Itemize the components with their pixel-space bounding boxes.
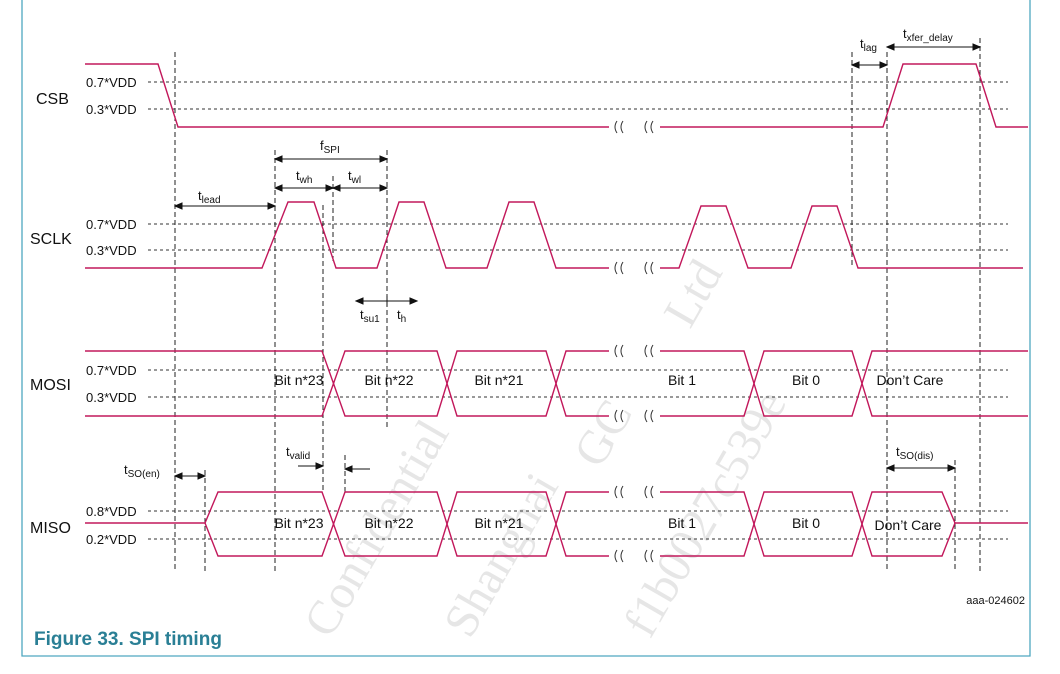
t-lead-arrow bbox=[173, 202, 277, 210]
miso-high-level: 0.8*VDD bbox=[86, 504, 137, 519]
figure-border bbox=[21, 0, 1031, 657]
watermark-line-4: Ltd bbox=[654, 251, 733, 335]
mosi-bit-0: Bit 0 bbox=[792, 372, 820, 388]
mosi-bit-1: Bit 1 bbox=[668, 372, 696, 388]
t-su1-label: tsu1 bbox=[360, 307, 380, 325]
csb-waveform-start bbox=[85, 63, 609, 128]
miso-bit-n21: Bit n*21 bbox=[474, 515, 523, 531]
miso-dont-care: Don’t Care bbox=[875, 517, 942, 533]
t-wl-arrow bbox=[331, 184, 389, 192]
miso-line-d bbox=[660, 491, 956, 557]
csb-label: CSB bbox=[36, 91, 69, 108]
miso-label: MISO bbox=[30, 520, 71, 537]
t-valid-label: tvalid bbox=[286, 444, 310, 462]
f-spi-label: fSPI bbox=[320, 138, 340, 156]
timing-arrows bbox=[173, 43, 982, 480]
timing-guides bbox=[174, 38, 981, 572]
threshold-lines bbox=[148, 81, 1008, 540]
mosi-line-b bbox=[85, 350, 609, 417]
mosi-line-d bbox=[660, 350, 1028, 417]
csb-high-level: 0.7*VDD bbox=[86, 75, 137, 90]
t-lag-arrow bbox=[850, 61, 889, 69]
miso-bit-1: Bit 1 bbox=[668, 515, 696, 531]
mosi-line-a bbox=[85, 350, 609, 417]
sclk-break bbox=[614, 261, 654, 275]
mosi-break-bottom bbox=[614, 409, 654, 423]
t-wh-arrow bbox=[273, 184, 335, 192]
miso-bit-0: Bit 0 bbox=[792, 515, 820, 531]
t-lag-label: tlag bbox=[860, 36, 877, 54]
t-so-en-arrow bbox=[173, 472, 207, 480]
mosi-low-level: 0.3*VDD bbox=[86, 390, 137, 405]
mosi-label: MOSI bbox=[30, 377, 71, 394]
miso-low-level: 0.2*VDD bbox=[86, 532, 137, 547]
sclk-waveform-start bbox=[85, 201, 609, 269]
csb-break bbox=[614, 120, 654, 134]
watermark-line-3: GC bbox=[564, 391, 643, 475]
watermark: Confidential Shanghai GC Ltd f1b0027c539… bbox=[294, 251, 797, 645]
mosi-line-c bbox=[660, 350, 1028, 417]
mosi-bit-n21: Bit n*21 bbox=[474, 372, 523, 388]
f-spi-arrow bbox=[273, 155, 389, 163]
t-so-en-label: tSO(en) bbox=[124, 462, 160, 480]
t-valid-arrow bbox=[298, 462, 370, 473]
t-so-dis-label: tSO(dis) bbox=[896, 444, 934, 462]
csb-low-level: 0.3*VDD bbox=[86, 102, 137, 117]
csb-waveform-end bbox=[660, 63, 1028, 128]
sclk-low-level: 0.3*VDD bbox=[86, 243, 137, 258]
figure-code: aaa-024602 bbox=[966, 595, 1025, 607]
t-xfer-delay-arrow bbox=[885, 43, 982, 51]
miso-line-b bbox=[204, 491, 609, 557]
t-wh-label: twh bbox=[296, 168, 312, 186]
miso-break-bottom bbox=[614, 549, 654, 563]
mosi-dont-care: Don’t Care bbox=[877, 372, 944, 388]
t-su1-h-arrow bbox=[354, 296, 419, 306]
mosi-bit-n22: Bit n*22 bbox=[364, 372, 413, 388]
sclk-high-level: 0.7*VDD bbox=[86, 217, 137, 232]
mosi-break-top bbox=[614, 344, 654, 358]
t-so-dis-arrow bbox=[885, 464, 957, 472]
watermark-line-5: f1b0027c539e bbox=[614, 381, 797, 645]
waveforms bbox=[85, 63, 1028, 557]
miso-break-top bbox=[614, 485, 654, 499]
break-marks bbox=[614, 120, 654, 563]
mosi-bit-n23: Bit n*23 bbox=[274, 372, 323, 388]
t-h-label: th bbox=[397, 307, 406, 325]
figure-caption: Figure 33. SPI timing bbox=[34, 629, 222, 650]
miso-bit-n22: Bit n*22 bbox=[364, 515, 413, 531]
t-lead-label: tlead bbox=[198, 188, 221, 206]
t-wl-label: twl bbox=[348, 168, 361, 186]
t-xfer-delay-label: txfer_delay bbox=[903, 26, 953, 44]
sclk-label: SCLK bbox=[30, 231, 72, 248]
mosi-high-level: 0.7*VDD bbox=[86, 363, 137, 378]
sclk-waveform-end bbox=[660, 205, 1023, 269]
miso-bit-n23: Bit n*23 bbox=[274, 515, 323, 531]
